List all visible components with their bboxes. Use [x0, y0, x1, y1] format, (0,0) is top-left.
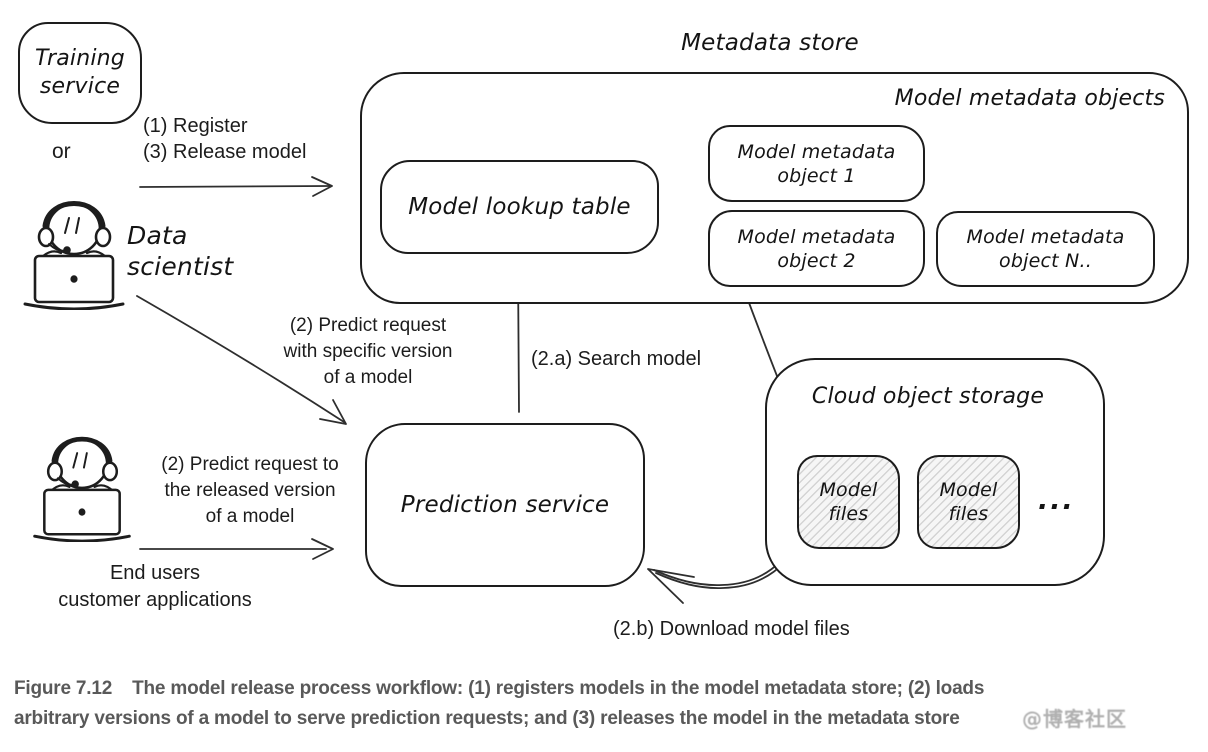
end-users-line2: customer applications — [58, 589, 252, 611]
model-metadata-object-2-node: Model metadata object 2 — [708, 210, 925, 287]
caption-line2: arbitrary versions of a model to serve p… — [14, 708, 960, 729]
predict-specific-line1: (2) Predict request — [289, 315, 447, 336]
data-scientist-label: Data scientist — [127, 220, 233, 282]
model-metadata-object-1-node: Model metadata object 1 — [708, 125, 925, 202]
or-label: or — [52, 140, 71, 163]
model-metadata-object-n-node: Model metadata object N.. — [936, 211, 1155, 287]
cloud-object-storage-label: Cloud object storage — [811, 384, 1045, 409]
prediction-service-node: Prediction service — [365, 423, 645, 587]
download-model-files-label: (2.b) Download model files — [613, 618, 850, 640]
release-model-label: (3) Release model — [143, 141, 307, 163]
caption-line1: Figure 7.12 The model release process wor… — [14, 674, 1199, 704]
predict-specific-line3: of a model — [323, 367, 413, 388]
register-label: (1) Register — [143, 115, 248, 137]
predict-released-label: (2) Predict request to the released vers… — [150, 452, 350, 530]
files1-line1: Model — [819, 479, 878, 501]
objectN-line1: Model metadata — [966, 226, 1125, 248]
register-arrow — [139, 176, 333, 197]
figure-number: Figure 7.12 — [14, 678, 113, 699]
data-scientist-line2: scientist — [127, 252, 234, 281]
search-model-label: (2.a) Search model — [531, 348, 702, 370]
end-users-label: End users customer applications — [40, 560, 270, 614]
register-release-label: (1) Register (3) Release model — [143, 113, 306, 165]
files2-line1: Model — [939, 479, 998, 501]
files-ellipsis: ... — [1038, 485, 1075, 516]
object1-line2: object 1 — [777, 164, 856, 187]
watermark: @博客社区 — [1022, 707, 1127, 731]
figure-caption: Figure 7.12 The model release process wor… — [14, 674, 1199, 734]
object1-line1: Model metadata — [737, 140, 896, 163]
predict-released-line2: the released version — [164, 480, 336, 501]
model-files-2-node: Model files — [917, 455, 1020, 549]
predict-specific-label: (2) Predict request with specific versio… — [248, 313, 488, 391]
training-service-line2: service — [39, 74, 121, 99]
person-at-laptop-icon — [23, 201, 125, 310]
person-at-laptop-icon — [33, 436, 131, 542]
predict-released-line3: of a model — [205, 506, 295, 527]
model-metadata-objects-label: Model metadata objects — [894, 86, 1165, 111]
data-scientist-line1: Data — [127, 221, 188, 250]
objectN-line2: object N.. — [999, 250, 1092, 272]
object2-line2: object 2 — [777, 249, 856, 272]
metadata-store-title: Metadata store — [681, 30, 859, 56]
predict-specific-line2: with specific version — [283, 341, 453, 362]
model-files-1-node: Model files — [797, 455, 900, 549]
training-service-node: Training service — [18, 22, 142, 124]
files1-line2: files — [828, 503, 869, 525]
predict-released-line1: (2) Predict request to — [161, 454, 339, 475]
predict-released-arrow — [139, 538, 334, 560]
caption-text-1: The model release process workflow: (1) … — [132, 678, 985, 699]
model-lookup-table-node: Model lookup table — [380, 160, 659, 254]
end-users-line1: End users — [109, 562, 201, 584]
training-service-line1: Training — [35, 46, 125, 71]
object2-line1: Model metadata — [737, 225, 896, 248]
files2-line2: files — [948, 503, 989, 525]
